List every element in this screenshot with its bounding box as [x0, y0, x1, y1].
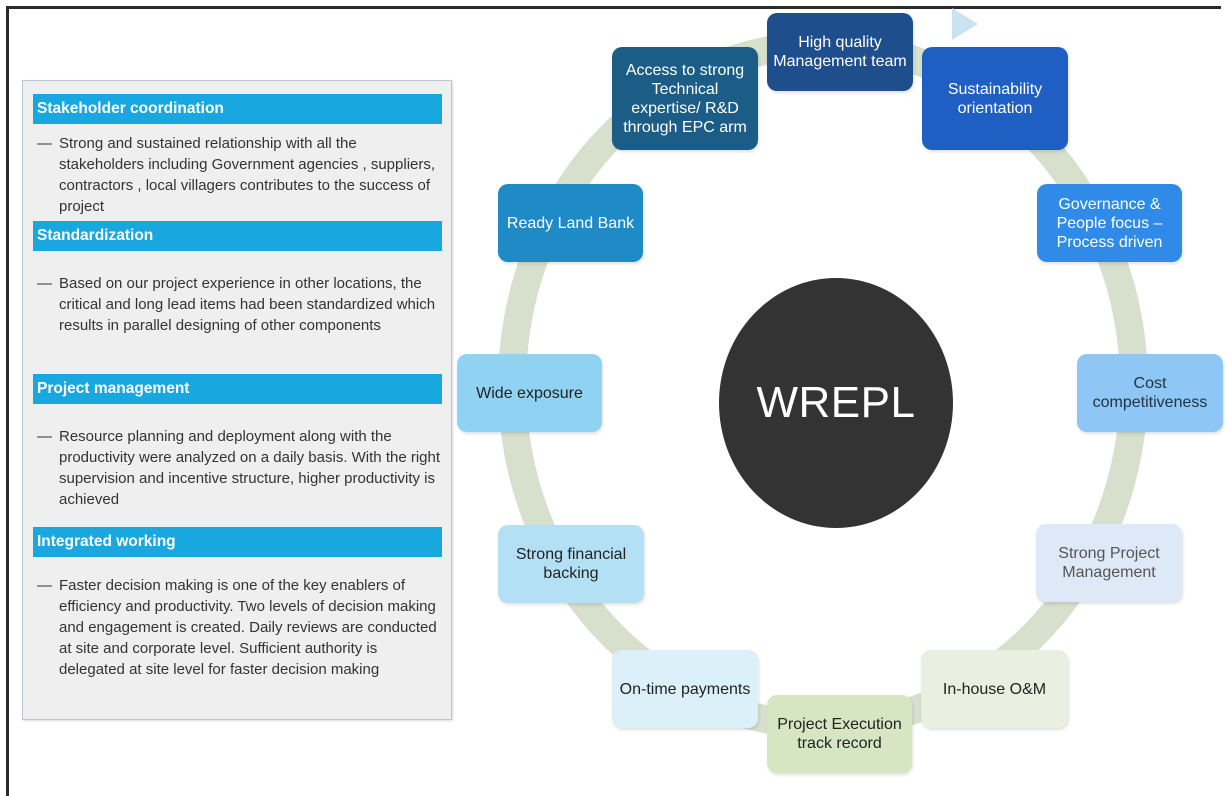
- section-text-project-management: — Resource planning and deployment along …: [37, 426, 442, 510]
- node-project-execution-track-record: Project Execution track record: [767, 695, 912, 773]
- section-header-project-management: Project management: [33, 374, 442, 404]
- node-cost-competitiveness: Cost competitiveness: [1077, 354, 1223, 432]
- section-header-stakeholder-coordination: Stakeholder coordination: [33, 94, 442, 124]
- node-label: Ready Land Bank: [506, 214, 635, 232]
- node-label: Wide exposure: [476, 384, 583, 402]
- node-label: Strong financial backing: [515, 546, 627, 582]
- section-header-standardization: Standardization: [33, 221, 442, 251]
- bullet-dash: —: [37, 135, 52, 152]
- bullet-dash: —: [37, 275, 52, 292]
- section-body-text: Resource planning and deployment along w…: [59, 428, 441, 508]
- bullet-dash: —: [37, 577, 52, 594]
- bullet-dash: —: [37, 428, 52, 445]
- section-text-stakeholder-coordination: — Strong and sustained relationship with …: [37, 133, 442, 217]
- node-strong-financial-backing: Strong financial backing: [498, 525, 644, 603]
- node-high-quality-management-team: High quality Management team: [767, 13, 913, 91]
- node-access-to-technical-expertise: Access to strong Technical expertise/ R&…: [612, 47, 758, 150]
- node-label: Sustainability orientation: [947, 80, 1043, 117]
- page-frame: [6, 6, 1221, 796]
- node-label: In-house O&M: [942, 680, 1047, 698]
- node-governance-people-focus: Governance & People focus – Process driv…: [1037, 184, 1182, 262]
- section-header-integrated-working: Integrated working: [33, 527, 442, 557]
- section-body-text: Based on our project experience in other…: [59, 275, 436, 334]
- node-label: On-time payments: [619, 680, 751, 698]
- node-wide-exposure: Wide exposure: [457, 354, 602, 432]
- ring-arrow-icon: [952, 8, 978, 40]
- node-ready-land-bank: Ready Land Bank: [498, 184, 643, 262]
- node-strong-project-management: Strong Project Management: [1036, 524, 1182, 602]
- section-body-text: Strong and sustained relationship with a…: [59, 135, 436, 215]
- node-in-house-om: In-house O&M: [921, 650, 1068, 728]
- node-on-time-payments: On-time payments: [612, 650, 758, 728]
- info-panel: Stakeholder coordination — Strong and sus…: [22, 80, 452, 720]
- node-label: Strong Project Management: [1058, 545, 1160, 581]
- node-label: Access to strong Technical expertise/ R&…: [623, 61, 747, 136]
- section-body-text: Faster decision making is one of the key…: [59, 577, 437, 678]
- node-label: Cost competitiveness: [1092, 375, 1208, 411]
- node-label: High quality Management team: [773, 34, 907, 70]
- section-text-standardization: — Based on our project experience in othe…: [37, 273, 442, 336]
- node-sustainability-orientation: Sustainability orientation: [922, 47, 1068, 150]
- center-circle: WREPL: [719, 278, 953, 528]
- node-label: Project Execution track record: [777, 716, 902, 752]
- node-label: Governance & People focus – Process driv…: [1056, 195, 1163, 251]
- center-label: WREPL: [756, 378, 916, 427]
- section-text-integrated-working: — Faster decision making is one of the ke…: [37, 575, 442, 680]
